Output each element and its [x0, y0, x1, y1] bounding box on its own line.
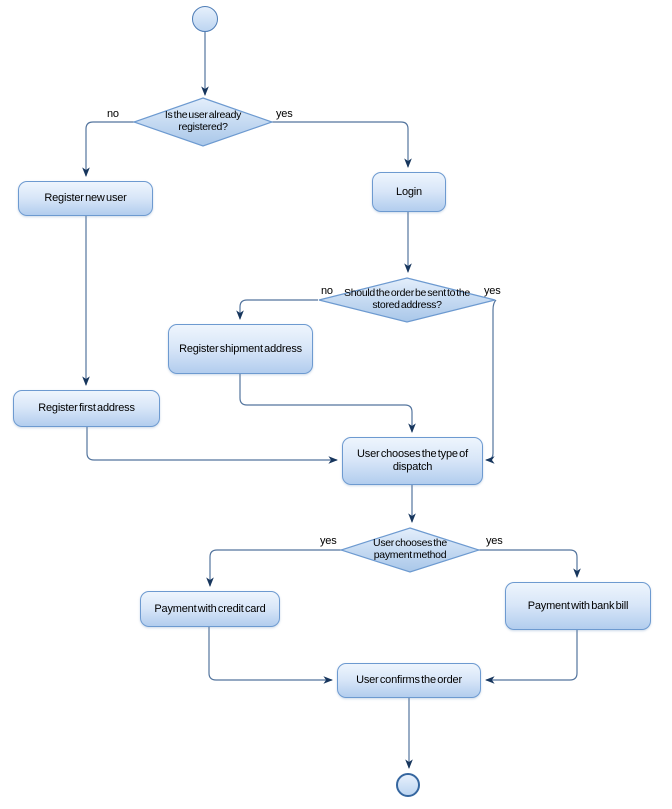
node-confirm-order: User confirms the order [337, 663, 481, 698]
edge-stored-yes [485, 299, 497, 464]
edge-registered-no [82, 121, 135, 177]
diamond-shape [132, 97, 274, 147]
node-label: Register shipment address [179, 342, 302, 355]
guard-stored-yes: yes [484, 285, 501, 297]
decision-payment-method: User chooses the payment method [339, 527, 481, 573]
guard-registered-no: no [107, 108, 119, 120]
node-register-new-user: Register new user [18, 181, 153, 216]
edge-payment-left-yes [206, 549, 344, 587]
guard-registered-yes: yes [276, 108, 293, 120]
guard-payment-right-yes: yes [486, 535, 503, 547]
edge-credit-to-confirm [208, 627, 333, 684]
decision-label: Is the user already registered? [164, 109, 242, 133]
node-label: Login [396, 185, 422, 198]
final-node [396, 773, 420, 797]
edge-bank-to-confirm [485, 630, 578, 684]
diamond-shape [339, 527, 481, 573]
edge-registered-yes [271, 121, 412, 168]
node-label: User chooses the type of dispatch [357, 448, 468, 473]
node-register-shipment-address: Register shipment address [168, 324, 313, 374]
node-label: Register first address [38, 402, 135, 415]
guard-payment-left-yes: yes [320, 535, 337, 547]
decision-user-registered: Is the user already registered? [132, 97, 274, 147]
node-label: Register new user [44, 192, 127, 205]
edge-firstaddress-to-dispatch [86, 427, 338, 464]
edge-stored-no [236, 299, 318, 320]
edge-shipment-to-dispatch [239, 374, 416, 433]
node-payment-bank-bill: Payment with bank bill [505, 582, 651, 630]
decision-label: Should the order be sent to the stored a… [344, 287, 470, 311]
initial-node [192, 6, 218, 32]
diamond-shape [318, 277, 496, 323]
node-login: Login [372, 172, 446, 212]
node-label: User confirms the order [356, 674, 462, 687]
edge-payment-right-yes [476, 549, 581, 578]
decision-label: User chooses the payment method [373, 537, 447, 561]
guard-stored-no: no [321, 285, 333, 297]
node-label: Payment with bank bill [527, 599, 629, 612]
decision-stored-address: Should the order be sent to the stored a… [318, 277, 496, 323]
node-choose-dispatch: User chooses the type of dispatch [342, 437, 483, 485]
node-label: Payment with credit card [154, 602, 266, 615]
node-payment-credit-card: Payment with credit card [140, 591, 280, 627]
node-register-first-address: Register first address [13, 390, 160, 427]
